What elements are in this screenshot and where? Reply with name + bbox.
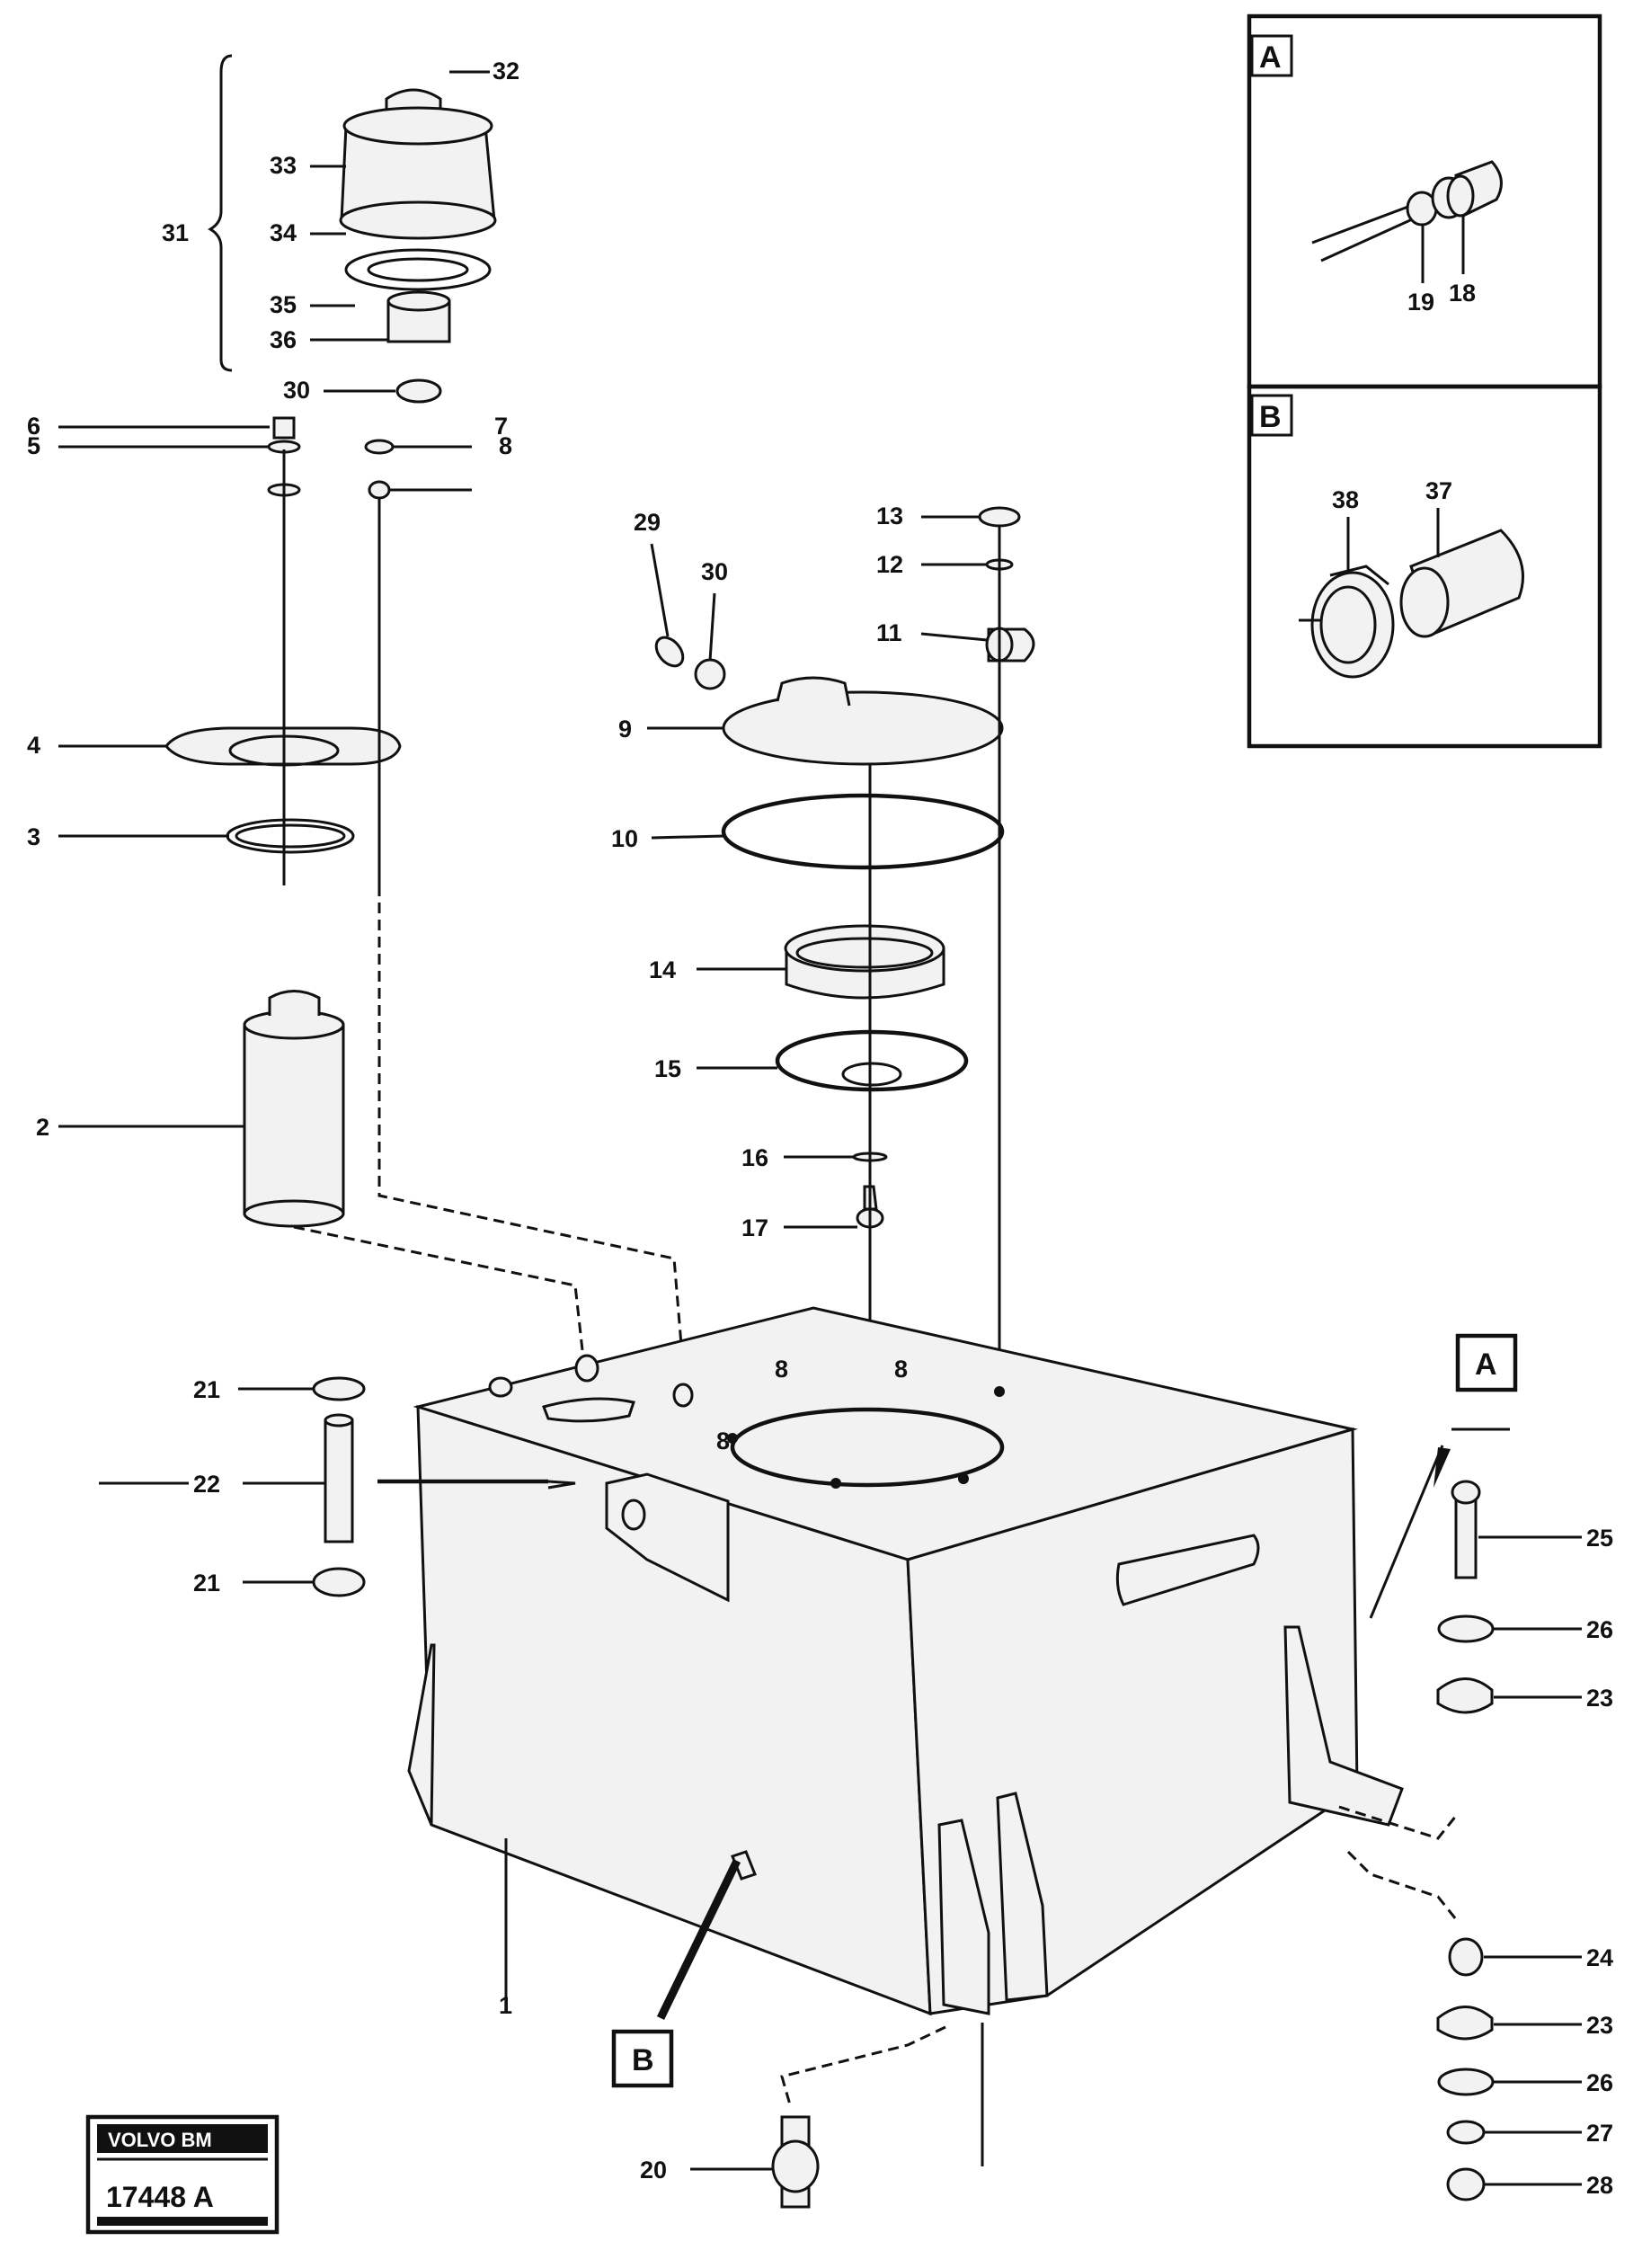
stamp-brand: VOLVO BM [108, 2129, 212, 2151]
callout-2: 2 [36, 1114, 49, 1141]
callout-25: 25 [1586, 1525, 1613, 1552]
callout-15: 15 [654, 1055, 681, 1082]
ref-marker-a: A [1455, 1333, 1518, 1392]
callout-14: 14 [649, 956, 676, 983]
callout-3: 3 [27, 823, 40, 850]
callout-4: 4 [27, 732, 40, 759]
filter-cover-stack [58, 416, 685, 1367]
callout-12: 12 [876, 551, 903, 578]
callout-22: 22 [193, 1471, 220, 1498]
breather-assembly [208, 54, 667, 650]
hydraulic-tank [407, 1306, 1510, 2166]
callout-27: 27 [1586, 2120, 1613, 2147]
callout-23-bottom: 23 [1586, 2012, 1613, 2039]
callout-24: 24 [1586, 1944, 1613, 1971]
stamp-drawing-number: 17448 A [106, 2181, 214, 2213]
sight-gauge-parts [99, 1376, 576, 1597]
detail-a-part-18: 18 [1449, 280, 1476, 307]
callout-29: 29 [634, 509, 661, 536]
detail-box-a: A 19 18 [1247, 13, 1602, 389]
callout-34: 34 [270, 219, 297, 246]
callout-13: 13 [876, 503, 903, 529]
callout-28: 28 [1586, 2172, 1613, 2199]
tank-bolt-8b: 8 [894, 1356, 908, 1383]
callout-26-top: 26 [1586, 1616, 1613, 1643]
callout-5: 5 [27, 432, 40, 459]
drawing-stamp: VOLVO BM 17448 A [85, 2114, 280, 2235]
ref-marker-b: B [611, 2029, 674, 2088]
callout-16: 16 [741, 1144, 768, 1171]
callout-7: 7 [494, 413, 508, 440]
tank-bolt-8c: 8 [716, 1428, 730, 1454]
drain-valve [690, 2115, 820, 2209]
callout-33: 33 [270, 152, 297, 179]
detail-b-part-37: 37 [1425, 477, 1452, 504]
callout-30-top: 30 [283, 377, 310, 404]
callout-9: 9 [618, 716, 632, 743]
callout-23-top: 23 [1586, 1685, 1613, 1712]
detail-b-label: B [1259, 400, 1282, 434]
callout-31: 31 [162, 219, 189, 246]
callout-6: 6 [27, 413, 40, 440]
callout-17: 17 [741, 1214, 768, 1241]
ref-a-label: A [1475, 1347, 1497, 1382]
detail-box-b: B 38 37 [1247, 384, 1602, 749]
callout-11: 11 [876, 619, 902, 646]
callout-26-bottom: 26 [1586, 2069, 1613, 2096]
callout-10: 10 [611, 825, 638, 852]
callout-30-mid: 30 [701, 558, 728, 585]
callout-labels: 32 33 31 34 35 36 30 6 5 8 7 4 3 2 29 30… [27, 58, 1613, 2199]
callout-8: 8 [499, 432, 512, 459]
callout-20: 20 [640, 2157, 667, 2184]
mount-hardware [1436, 1480, 1582, 2201]
detail-b-part-38: 38 [1332, 486, 1359, 513]
callout-21-top: 21 [193, 1376, 220, 1403]
filler-neck-stack [647, 506, 1035, 1429]
detail-a-label: A [1259, 40, 1282, 75]
callout-1: 1 [499, 1992, 512, 2019]
detail-a-part-19: 19 [1407, 289, 1434, 316]
tank-bolt-8a: 8 [775, 1356, 788, 1383]
callout-36: 36 [270, 326, 297, 353]
callout-32: 32 [493, 58, 519, 84]
callout-21-bottom: 21 [193, 1570, 220, 1596]
ref-b-label: B [632, 2043, 654, 2077]
callout-35: 35 [270, 291, 297, 318]
